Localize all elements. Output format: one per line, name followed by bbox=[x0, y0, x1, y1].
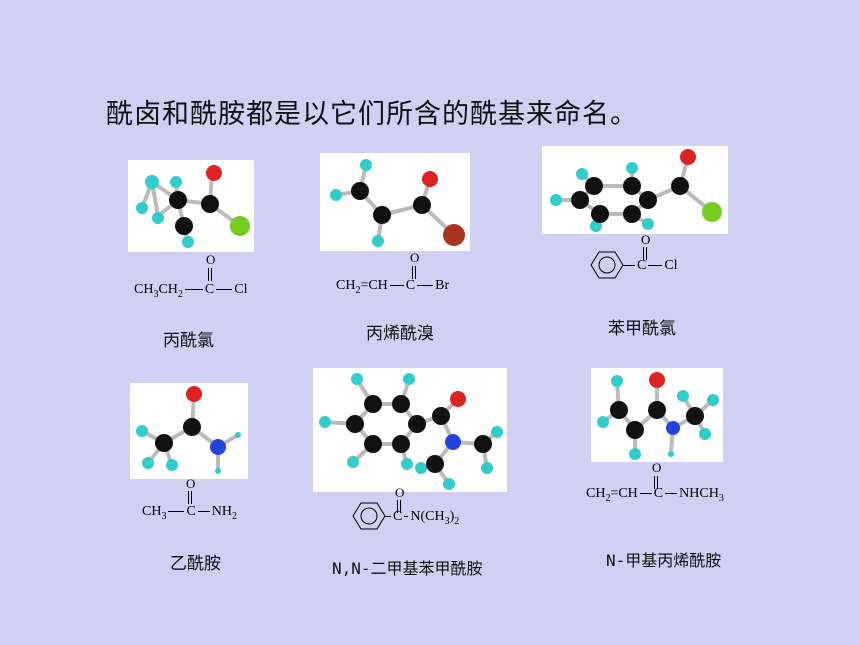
slide-heading: 酰卤和酰胺都是以它们所含的酰基来命名。 bbox=[106, 99, 638, 130]
oxygen-label: O bbox=[641, 232, 651, 247]
formula-tail: N(CH3)2 bbox=[410, 509, 460, 527]
carbonyl-carbon: C bbox=[653, 486, 664, 501]
formula-propanoyl-chloride: O CH3CH2 C Cl bbox=[134, 252, 264, 300]
compound-name: 乙酰胺 bbox=[170, 554, 221, 574]
formula-group: CH3 bbox=[142, 504, 167, 522]
model-acetamide bbox=[130, 383, 248, 479]
benzene-ring-icon bbox=[352, 502, 386, 530]
oxygen-label: O bbox=[206, 252, 216, 267]
formula-tail: NHCH3 bbox=[679, 486, 724, 504]
model-acryloyl-bromide bbox=[320, 153, 470, 251]
ball-stick-model bbox=[330, 159, 465, 247]
double-bond bbox=[643, 247, 647, 260]
formula-tail: Br bbox=[435, 278, 450, 293]
formula-tail: Cl bbox=[664, 258, 678, 273]
formula-acetamide: O CH3 C NH2 bbox=[142, 476, 252, 524]
formula-group: CH3CH2 bbox=[134, 282, 183, 300]
model-methylacrylamide bbox=[591, 368, 723, 462]
formula-dimethylbenzamide: O C N(CH3)2 bbox=[352, 485, 482, 533]
carbonyl-carbon: C bbox=[204, 282, 215, 297]
compound-name: N,N-二甲基苯甲酰胺 bbox=[332, 559, 483, 578]
carbonyl-carbon: C bbox=[393, 509, 403, 524]
carbonyl-carbon: C bbox=[186, 504, 196, 519]
double-bond bbox=[208, 268, 212, 281]
ball-stick-model bbox=[597, 372, 719, 460]
formula-benzoyl-chloride: O C Cl bbox=[590, 232, 690, 280]
formula-methylacrylamide: O CH2=CH C NHCH3 bbox=[586, 460, 746, 504]
formula-group: CH2=CH bbox=[336, 278, 388, 296]
formula-tail: Cl bbox=[234, 282, 248, 297]
formula-group: CH2=CH bbox=[586, 486, 638, 504]
double-bond bbox=[188, 491, 192, 504]
formula-tail: NH2 bbox=[211, 504, 238, 522]
model-dimethylbenzamide bbox=[313, 368, 507, 492]
double-bond bbox=[654, 476, 658, 489]
double-bond bbox=[397, 500, 401, 513]
ball-stick-model bbox=[319, 373, 503, 490]
oxygen-label: O bbox=[186, 476, 196, 491]
carbonyl-carbon: C bbox=[405, 278, 416, 293]
oxygen-label: O bbox=[410, 250, 420, 265]
ball-stick-model bbox=[550, 149, 722, 232]
compound-name: 苯甲酰氯 bbox=[608, 319, 676, 339]
double-bond bbox=[412, 266, 416, 279]
compound-name: 丙烯酰溴 bbox=[366, 324, 434, 344]
carbonyl-carbon: C bbox=[637, 258, 647, 273]
oxygen-label: O bbox=[652, 460, 662, 475]
formula-acryloyl-bromide: O CH2=CH C Br bbox=[336, 250, 466, 296]
model-benzoyl-chloride bbox=[542, 146, 728, 234]
compound-name: 丙酰氯 bbox=[163, 331, 214, 351]
compound-name: N-甲基丙烯酰胺 bbox=[606, 551, 722, 570]
ball-stick-model bbox=[136, 386, 241, 474]
benzene-ring-icon bbox=[590, 251, 624, 279]
ball-stick-model bbox=[136, 165, 250, 248]
oxygen-label: O bbox=[395, 485, 405, 500]
model-propanoyl-chloride bbox=[128, 160, 254, 252]
